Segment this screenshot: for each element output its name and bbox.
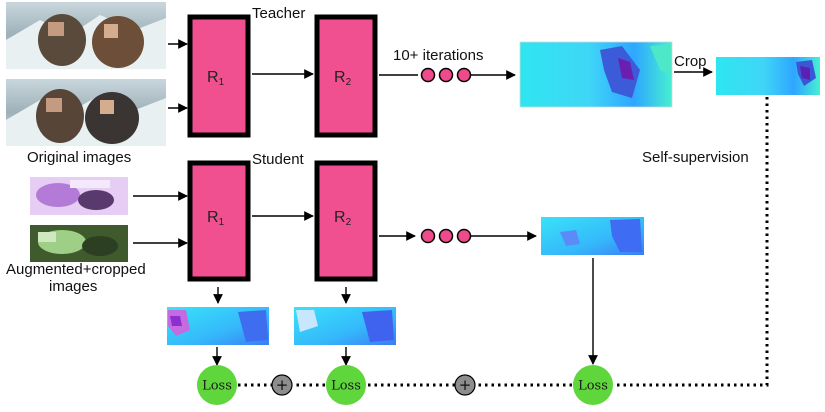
crop-label: Crop xyxy=(674,53,707,70)
loss-node-3 xyxy=(573,365,613,405)
student-r2-label: R2 xyxy=(334,209,352,228)
student-r1-block xyxy=(187,160,251,282)
loss-node-1-label: Loss xyxy=(202,379,232,394)
student-r2-flow-output xyxy=(294,307,396,345)
plus-node-2-symbol: + xyxy=(459,376,472,394)
augmented-image-1 xyxy=(30,177,128,215)
self-supervision-dotted-line xyxy=(614,97,769,387)
loss-node-2 xyxy=(326,365,366,405)
teacher-r1-block xyxy=(187,14,251,138)
original-image-1 xyxy=(6,2,166,69)
loss-node-3-label: Loss xyxy=(578,379,608,394)
teacher-r2-block xyxy=(314,14,378,138)
plus-node-1-symbol: + xyxy=(276,376,289,394)
student-r2-block xyxy=(314,160,378,282)
augmented-images-label-line2: images xyxy=(49,278,97,295)
loss-node-2-label: Loss xyxy=(331,379,361,394)
student-final-flow xyxy=(541,217,644,255)
plus-node-1 xyxy=(271,374,293,396)
student-r1-label: R1 xyxy=(207,209,225,228)
augmented-image-2 xyxy=(30,225,128,262)
cropped-teacher-flow xyxy=(716,57,820,95)
original-images-label: Original images xyxy=(27,149,131,166)
student-iteration-dot-1 xyxy=(420,228,436,244)
augmented-images-label-line1: Augmented+cropped xyxy=(6,261,146,278)
teacher-iteration-dot-3 xyxy=(456,67,472,83)
teacher-flow-output xyxy=(519,41,673,108)
original-image-2 xyxy=(6,79,166,146)
plus-node-2 xyxy=(454,374,476,396)
teacher-r2-label: R2 xyxy=(334,69,352,88)
self-supervision-label: Self-supervision xyxy=(642,149,749,166)
teacher-iteration-dot-1 xyxy=(420,67,436,83)
student-r1-flow-output xyxy=(167,307,269,345)
student-iteration-dot-3 xyxy=(456,228,472,244)
student-iteration-dot-2 xyxy=(438,228,454,244)
iterations-label: 10+ iterations xyxy=(393,47,483,64)
teacher-r1-label: R1 xyxy=(207,69,225,88)
loss-node-1 xyxy=(197,365,237,405)
teacher-label: Teacher xyxy=(252,5,305,22)
teacher-iteration-dot-2 xyxy=(438,67,454,83)
student-label: Student xyxy=(252,151,305,168)
